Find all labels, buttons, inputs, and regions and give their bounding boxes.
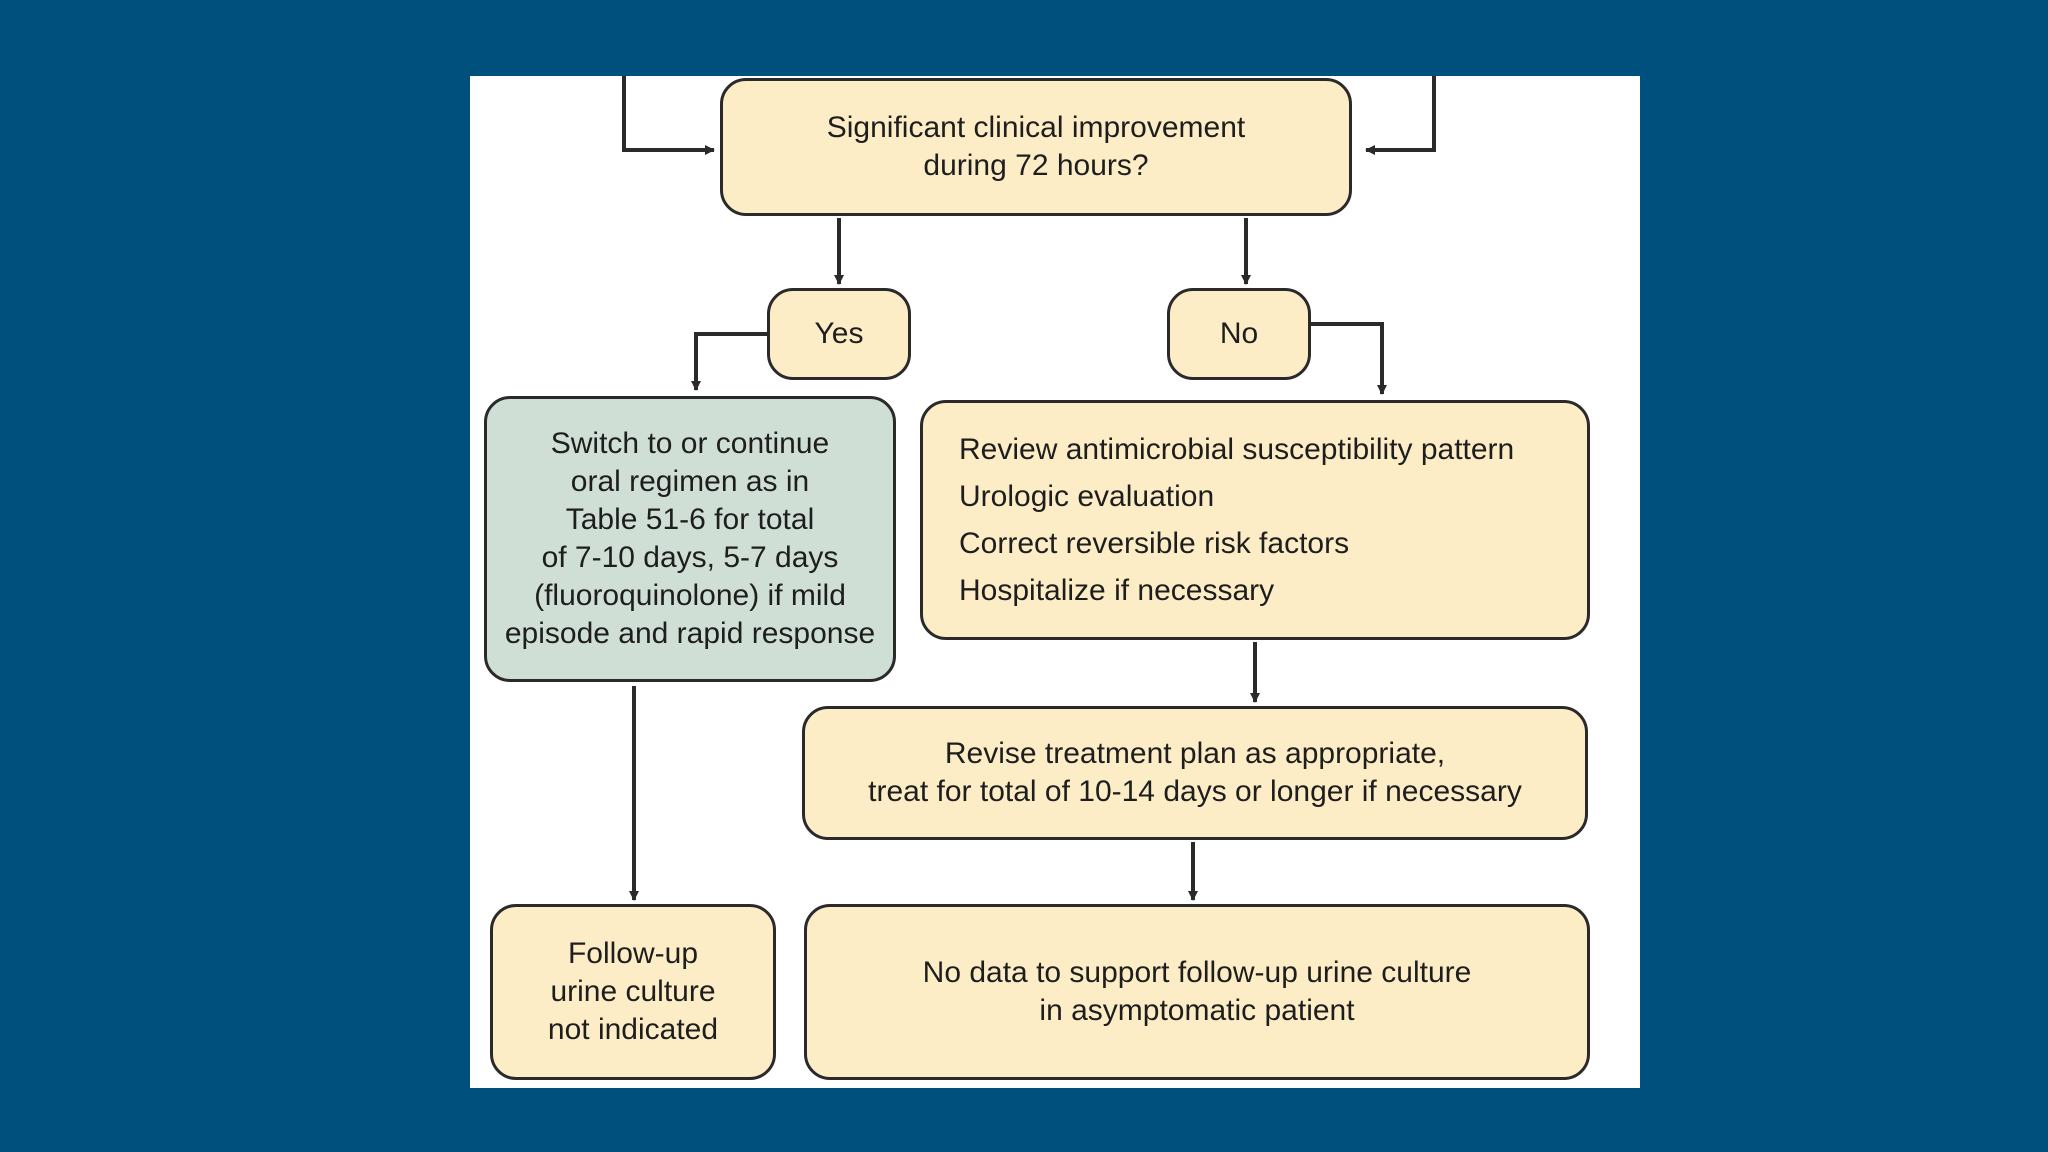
followup-not-indicated-box: Follow-up urine culture not indicated bbox=[490, 904, 776, 1080]
followup-not-indicated-text: Follow-up urine culture not indicated bbox=[547, 937, 719, 1046]
connector-no-to-review bbox=[1310, 322, 1387, 395]
oral-regimen-box: Switch to or continue oral regimen as in… bbox=[484, 396, 896, 682]
question-box: Significant clinical improvement during … bbox=[720, 78, 1352, 216]
review-step-item: Review antimicrobial susceptibility patt… bbox=[959, 433, 1515, 466]
yes-label: Yes bbox=[814, 317, 864, 350]
review-steps-box: Review antimicrobial susceptibility patt… bbox=[920, 400, 1590, 640]
yes-box: Yes bbox=[767, 288, 911, 380]
review-step-item: Hospitalize if necessary bbox=[959, 574, 1275, 607]
revise-plan-text: Revise treatment plan as appropriate, tr… bbox=[868, 737, 1522, 808]
no-box: No bbox=[1167, 288, 1311, 380]
oral-regimen-text: Switch to or continue oral regimen as in… bbox=[504, 427, 876, 650]
review-steps-list: Review antimicrobial susceptibility patt… bbox=[959, 426, 1514, 614]
no-label: No bbox=[1219, 317, 1259, 350]
connector-incoming-right bbox=[1365, 76, 1436, 155]
flowchart-panel: Significant clinical improvement during … bbox=[470, 76, 1640, 1088]
review-step-item: Urologic evaluation bbox=[959, 480, 1215, 513]
flowchart-connectors bbox=[622, 76, 1436, 901]
connector-yes-to-regimen bbox=[691, 332, 768, 391]
connector-incoming-left bbox=[622, 76, 715, 155]
no-data-followup-box: No data to support follow-up urine cultu… bbox=[804, 904, 1590, 1080]
no-data-followup-text: No data to support follow-up urine cultu… bbox=[922, 956, 1472, 1027]
review-step-item: Correct reversible risk factors bbox=[959, 527, 1350, 560]
question-text: Significant clinical improvement during … bbox=[826, 111, 1246, 182]
revise-plan-box: Revise treatment plan as appropriate, tr… bbox=[802, 706, 1588, 840]
